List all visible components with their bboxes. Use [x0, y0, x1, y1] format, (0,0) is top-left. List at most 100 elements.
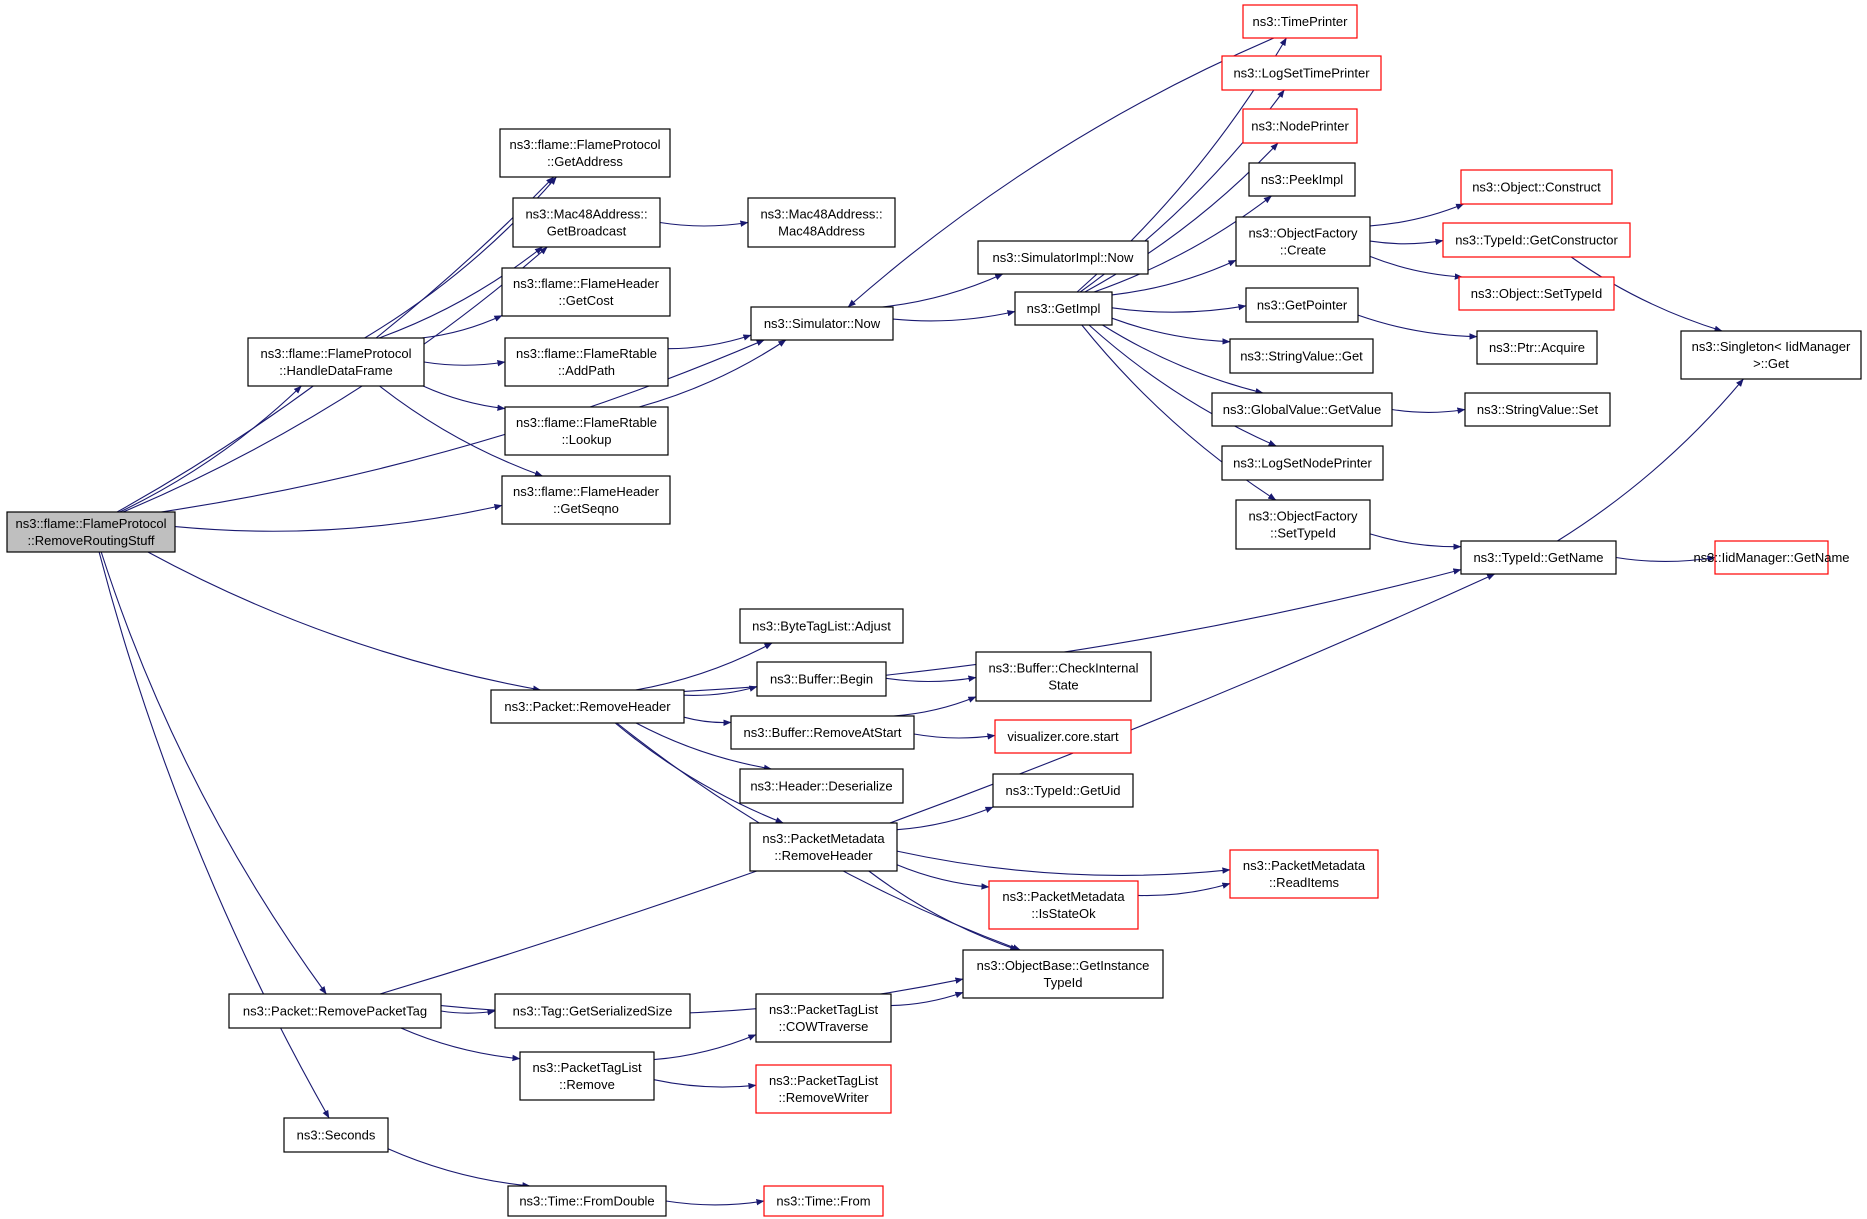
- node-iidGetName[interactable]: ns3::IidManager::GetName: [1693, 540, 1850, 575]
- node-getPointer[interactable]: ns3::GetPointer: [1245, 287, 1359, 323]
- edge-pktRemoveHeader-to-removeAtStart: [683, 716, 732, 726]
- node-box: [988, 880, 1139, 930]
- node-ofCreate[interactable]: ns3::ObjectFactory::Create: [1235, 216, 1371, 267]
- node-box: [504, 337, 669, 387]
- node-singleton[interactable]: ns3::Singleton< IidManager >::Get: [1680, 330, 1862, 380]
- node-logSetTimePrinter[interactable]: ns3::LogSetTimePrinter: [1221, 55, 1382, 91]
- node-label: ns3::TypeId::GetUid: [1006, 783, 1121, 798]
- node-box: [1680, 330, 1862, 380]
- node-label: ns3::TypeId::GetName: [1473, 550, 1603, 565]
- node-getBroadcast[interactable]: ns3::Mac48Address::GetBroadcast: [512, 197, 661, 248]
- node-label: ::ReadItems: [1269, 875, 1340, 890]
- node-box: [499, 128, 671, 178]
- node-label: ns3::PacketMetadata: [1243, 858, 1366, 873]
- node-setTypeId[interactable]: ns3::Object::SetTypeId: [1458, 276, 1615, 311]
- node-box: [1235, 499, 1371, 550]
- node-getAddress[interactable]: ns3::flame::FlameProtocol::GetAddress: [499, 128, 671, 178]
- edge-getImpl-to-getPointer: [1111, 303, 1247, 313]
- node-pktRemoveHeader[interactable]: ns3::Packet::RemoveHeader: [490, 689, 685, 724]
- node-ptlCOW[interactable]: ns3::PacketTagList::COWTraverse: [755, 993, 892, 1043]
- edge-ofCreate-to-setTypeId: [1369, 255, 1463, 280]
- node-ptlRemoveWriter[interactable]: ns3::PacketTagList::RemoveWriter: [755, 1064, 892, 1114]
- node-label: ns3::SimulatorImpl::Now: [993, 250, 1134, 265]
- node-tagSerSize[interactable]: ns3::Tag::GetSerializedSize: [494, 993, 691, 1029]
- node-getCost[interactable]: ns3::flame::FlameHeader::GetCost: [501, 267, 671, 317]
- node-box: [1248, 162, 1356, 197]
- edge-ptlRemove-to-ptlCOW: [653, 1034, 757, 1061]
- node-label: ns3::PacketTagList: [769, 1073, 879, 1088]
- node-headerDeserialize[interactable]: ns3::Header::Deserialize: [739, 768, 904, 804]
- edge-pktRemoveHeader-to-headerDeserialize: [635, 722, 772, 771]
- node-label: ns3::StringValue::Set: [1477, 402, 1599, 417]
- node-globalGetValue[interactable]: ns3::GlobalValue::GetValue: [1211, 392, 1393, 427]
- node-logSetNodePrinter[interactable]: ns3::LogSetNodePrinter: [1221, 445, 1384, 481]
- node-pmIsStateOk[interactable]: ns3::PacketMetadata::IsStateOk: [988, 880, 1139, 930]
- node-timeFromDouble[interactable]: ns3::Time::FromDouble: [507, 1185, 667, 1217]
- node-handleDF[interactable]: ns3::flame::FlameProtocol::HandleDataFra…: [247, 337, 425, 387]
- node-bufferBegin[interactable]: ns3::Buffer::Begin: [756, 661, 887, 697]
- node-mac48[interactable]: ns3::Mac48Address::Mac48Address: [747, 197, 896, 248]
- node-label: ::RemoveRoutingStuff: [28, 533, 155, 548]
- node-label: ::SetTypeId: [1270, 526, 1336, 541]
- edge-pktRemoveTag-to-typeIdGetName: [379, 573, 1496, 995]
- node-getSeqno[interactable]: ns3::flame::FlameHeader::GetSeqno: [501, 475, 671, 525]
- node-box: [739, 608, 904, 644]
- node-pmReadItems[interactable]: ns3::PacketMetadata::ReadItems: [1229, 849, 1379, 899]
- node-box: [490, 689, 685, 724]
- node-vizStart[interactable]: visualizer.core.start: [994, 719, 1132, 754]
- node-objConstruct[interactable]: ns3::Object::Construct: [1460, 169, 1613, 205]
- node-box: [755, 993, 892, 1043]
- node-simNow[interactable]: ns3::Simulator::Now: [750, 306, 894, 341]
- edge-root-to-pktRemoveTag: [100, 551, 327, 995]
- node-getConstructor[interactable]: ns3::TypeId::GetConstructor: [1442, 222, 1631, 258]
- edge-pktRemoveHeader-to-byteTagAdjust: [635, 642, 773, 691]
- edge-root-to-getSeqno: [174, 503, 503, 532]
- node-typeIdGetUid[interactable]: ns3::TypeId::GetUid: [992, 773, 1134, 808]
- node-box: [739, 768, 904, 804]
- edge-lookup-to-simNow: [638, 339, 787, 408]
- node-box: [747, 197, 896, 248]
- node-root[interactable]: ns3::flame::FlameProtocol::RemoveRouting…: [6, 511, 176, 553]
- node-label: ns3::flame::FlameHeader: [513, 276, 660, 291]
- node-lookup[interactable]: ns3::flame::FlameRtable::Lookup: [504, 406, 669, 456]
- node-box: [283, 1117, 389, 1153]
- node-nodePrinter[interactable]: ns3::NodePrinter: [1242, 108, 1358, 144]
- node-seconds[interactable]: ns3::Seconds: [283, 1117, 389, 1153]
- node-pmRemoveHeader[interactable]: ns3::PacketMetadata::RemoveHeader: [749, 822, 898, 872]
- node-addPath[interactable]: ns3::flame::FlameRtable::AddPath: [504, 337, 669, 387]
- node-box: [994, 719, 1132, 754]
- node-stringValueSet[interactable]: ns3::StringValue::Set: [1464, 392, 1611, 427]
- node-ofSetTypeId[interactable]: ns3::ObjectFactory::SetTypeId: [1235, 499, 1371, 550]
- node-label: ns3::Singleton< IidManager: [1692, 339, 1851, 354]
- edge-pmRemoveHeader-to-pmIsStateOk: [896, 864, 990, 890]
- node-label: TypeId: [1043, 975, 1082, 990]
- node-byteTagAdjust[interactable]: ns3::ByteTagList::Adjust: [739, 608, 904, 644]
- node-label: ns3::Buffer::CheckInternal: [988, 661, 1138, 676]
- edge-root-to-simNow: [161, 339, 765, 513]
- node-timePrinter[interactable]: ns3::TimePrinter: [1242, 4, 1358, 39]
- node-label: ns3::ObjectFactory: [1248, 509, 1358, 524]
- node-ptrAcquire[interactable]: ns3::Ptr::Acquire: [1476, 330, 1598, 365]
- node-label: ns3::PeekImpl: [1261, 172, 1343, 187]
- node-pktRemoveTag[interactable]: ns3::Packet::RemovePacketTag: [228, 993, 442, 1029]
- node-box: [1245, 287, 1359, 323]
- node-label: ns3::PacketTagList: [769, 1002, 879, 1017]
- node-box: [6, 511, 176, 553]
- edge-simNow-to-simImplNow: [882, 273, 1004, 308]
- node-getImpl[interactable]: ns3::GetImpl: [1014, 291, 1113, 326]
- node-box: [1211, 392, 1393, 427]
- edge-ptlRemove-to-ptlRemoveWriter: [653, 1079, 757, 1090]
- node-timeFrom[interactable]: ns3::Time::From: [763, 1185, 884, 1217]
- node-removeAtStart[interactable]: ns3::Buffer::RemoveAtStart: [730, 715, 915, 750]
- edge-ofSetTypeId-to-typeIdGetName: [1369, 533, 1462, 550]
- node-stringValueGet[interactable]: ns3::StringValue::Get: [1229, 338, 1374, 374]
- node-box: [730, 715, 915, 750]
- node-simImplNow[interactable]: ns3::SimulatorImpl::Now: [977, 240, 1149, 275]
- node-typeIdGetName[interactable]: ns3::TypeId::GetName: [1460, 540, 1617, 575]
- node-label: GetBroadcast: [547, 224, 627, 239]
- node-peekImpl[interactable]: ns3::PeekImpl: [1248, 162, 1356, 197]
- node-box: [1458, 276, 1615, 311]
- node-ptlRemove[interactable]: ns3::PacketTagList::Remove: [519, 1051, 655, 1101]
